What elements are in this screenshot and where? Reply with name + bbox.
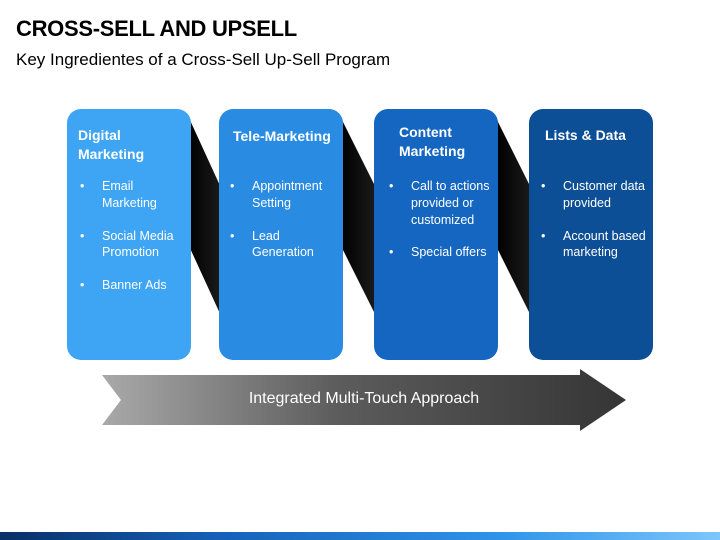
bullet-icon: • (389, 245, 394, 260)
card-content-marketing: Content Marketing • Call to actions provi… (374, 109, 498, 360)
card-title: Digital Marketing (78, 127, 145, 162)
bullet-list: • Appointment Setting • Lead Generation (228, 178, 340, 277)
list-item: • Banner Ads (78, 277, 183, 294)
bullet-icon: • (541, 179, 546, 193)
list-item: • Special offers (387, 244, 495, 261)
bullet-list: •Call to actions provided or customized … (387, 178, 495, 277)
card-title: Tele-Marketing (233, 128, 331, 144)
bullet-icon: • (541, 228, 546, 243)
list-item: • Customer data provided (539, 178, 649, 212)
bullet-list: • Email Marketing • Social Media Promotion… (78, 178, 183, 310)
bullet-text: Lead Generation (252, 228, 314, 260)
bullet-text: Customer data provided (563, 179, 645, 210)
bullet-text: Call to actions provided or customized (411, 179, 490, 227)
bullet-icon: • (80, 228, 85, 243)
connector-2 (341, 118, 377, 318)
bullet-icon: • (80, 278, 85, 293)
card-title: Content Marketing (399, 124, 466, 159)
bullet-icon: • (80, 179, 85, 193)
card-digital-marketing: Digital Marketing • Email Marketing • Soci… (67, 109, 191, 360)
arrow-label: Integrated Multi-Touch Approach (248, 390, 480, 407)
slide-subtitle: Key Ingredientes of a Cross-Sell Up-Sell… (16, 50, 391, 69)
list-item: • Appointment Setting (228, 178, 340, 212)
bullet-text: Appointment Setting (252, 179, 323, 210)
bullet-text: Banner Ads (102, 278, 167, 293)
connector-1 (189, 118, 222, 318)
bullet-text: Email Marketing (102, 179, 157, 210)
list-item: • Call to actions provided or customized (387, 178, 495, 228)
list-item: • Lead Generation (228, 228, 340, 262)
list-item: • Account based marketing (539, 228, 649, 262)
card-title: Lists & Data (545, 127, 626, 143)
card-tele-marketing: Tele-Marketing • Appointment Setting • Lea… (219, 109, 343, 360)
bullet-list: • Customer data provided • Account based m… (539, 178, 649, 277)
slide-title: CROSS-SELL AND UPSELL (16, 16, 297, 41)
list-item: • Email Marketing (78, 178, 183, 212)
bullet-icon: • (230, 228, 235, 243)
bullet-icon: • (230, 179, 235, 193)
bullet-text: Special offers (411, 245, 487, 260)
card-lists-data: Lists & Data • Customer data provided • Ac… (529, 109, 653, 360)
list-item: • Social Media Promotion (78, 228, 183, 262)
bullet-text: Account based marketing (563, 228, 646, 260)
bullet-icon: • (389, 179, 394, 193)
arrow-shape (102, 369, 626, 431)
bottom-accent-bar (0, 532, 720, 540)
bullet-text: Social Media Promotion (102, 228, 174, 260)
connector-3 (496, 118, 532, 318)
